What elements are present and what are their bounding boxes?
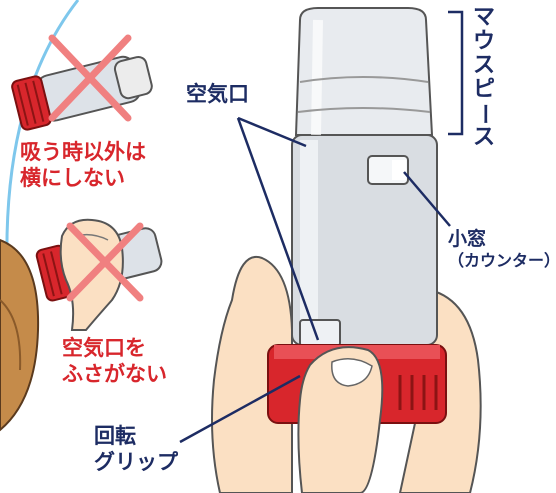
thumb-icon xyxy=(297,346,384,493)
mouthpiece-char: ピ xyxy=(472,77,495,102)
warning-line: ふさがない xyxy=(62,361,167,386)
mouthpiece-cap xyxy=(294,7,434,136)
cross-mark-icon xyxy=(48,34,132,122)
inhaler-body xyxy=(291,134,438,347)
mouthpiece-label: マ ウ ス ピ ー ス xyxy=(471,6,497,150)
warning-no-tilt: 吸う時以外は 横にしない xyxy=(20,140,146,191)
person-hair-icon xyxy=(0,238,40,432)
counter-window xyxy=(367,155,409,185)
counter-window-subtitle: （カウンター） xyxy=(448,251,556,271)
warning-line: 横にしない xyxy=(20,165,125,190)
hand-covering-inhaler-icon xyxy=(35,218,163,331)
rotating-grip-label: 回転 グリップ xyxy=(94,424,178,475)
cross-mark-icon xyxy=(66,222,144,302)
mouthpiece-char: ス xyxy=(472,125,495,150)
grip-line: 回転 xyxy=(94,424,136,448)
counter-window-label: 小窓 （カウンター） xyxy=(448,228,556,271)
grip-line: グリップ xyxy=(94,449,178,474)
mouthpiece-char: マ xyxy=(472,5,495,30)
leader-lines xyxy=(179,116,451,444)
warning-no-cover-vent: 空気口を ふさがない xyxy=(62,336,167,387)
counter-window-title: 小窓 xyxy=(448,228,487,250)
mouthpiece-char: ウ xyxy=(472,29,495,54)
air-vent-label: 空気口 xyxy=(186,82,249,106)
mouthpiece-bracket xyxy=(448,10,464,136)
warning-line: 吸う時以外は xyxy=(20,140,146,164)
mouthpiece-char: ス xyxy=(472,53,495,78)
mouthpiece-char: ー xyxy=(471,103,496,125)
warning-line: 空気口を xyxy=(62,336,146,360)
